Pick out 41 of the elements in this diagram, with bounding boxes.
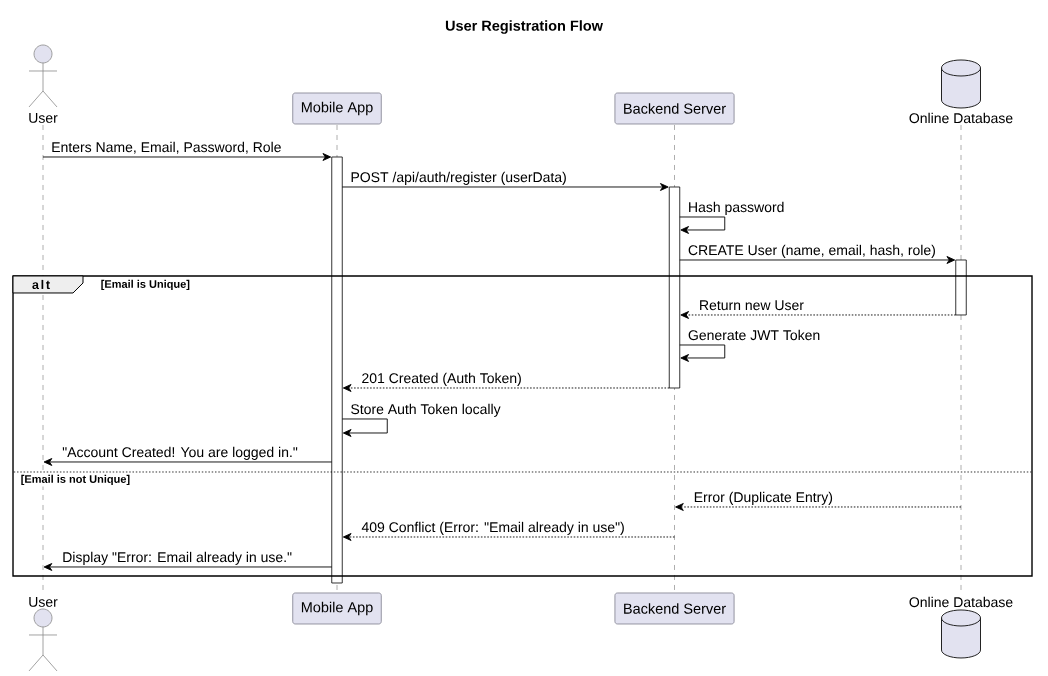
message-arrow [43, 563, 333, 571]
message-label: Display "Error: Email already in use." [63, 551, 292, 565]
message-label: Generate JWT Token [688, 329, 820, 341]
participant-label: Online Database [909, 596, 1013, 608]
activation-bar [331, 156, 343, 584]
message-arrow [42, 153, 332, 161]
message-arrow [680, 311, 957, 319]
message-arrow [679, 256, 956, 264]
message-arrow [43, 458, 333, 466]
self-message-arrow [679, 216, 726, 234]
message-label: Enters Name, Email, Password, Role [52, 141, 281, 154]
message-arrow [341, 183, 669, 191]
message-label: Store Auth Token locally [351, 403, 501, 417]
message-label: CREATE User (name, email, hash, role) [688, 244, 935, 258]
participant-box: Mobile App [292, 92, 382, 125]
message-label: 409 Conflict (Error: "Email already in use") [361, 521, 624, 535]
participant-box: Backend Server [614, 92, 735, 125]
lifeline [960, 124, 962, 591]
guard-label: [Email is Unique] [99, 278, 192, 292]
actor-label: User [29, 113, 58, 123]
message-arrow [675, 503, 962, 511]
diagram-title: User Registration Flow [445, 20, 603, 34]
self-message-arrow [341, 418, 388, 437]
message-label: Hash password [689, 201, 784, 215]
lifeline [42, 124, 44, 591]
message-label: POST /api/auth/register (userData) [351, 171, 566, 185]
participant-label: Online Database [909, 112, 1013, 124]
guard-label: [Email is not Unique] [19, 473, 132, 487]
actor-label: User [29, 597, 58, 607]
self-message-arrow [679, 344, 726, 362]
activation-bar [668, 186, 681, 389]
message-label: Return new User [700, 300, 804, 311]
message-label: "Account Created! You are logged in." [62, 446, 298, 460]
message-label: 201 Created (Auth Token) [362, 372, 521, 386]
message-arrow [342, 533, 675, 541]
participant-box: Mobile App [292, 592, 382, 625]
message-label: Error (Duplicate Entry) [694, 491, 833, 505]
participant-box: Backend Server [614, 592, 735, 625]
frame-tab: alt [12, 275, 84, 294]
message-arrow [342, 384, 670, 392]
activation-bar [955, 259, 967, 316]
